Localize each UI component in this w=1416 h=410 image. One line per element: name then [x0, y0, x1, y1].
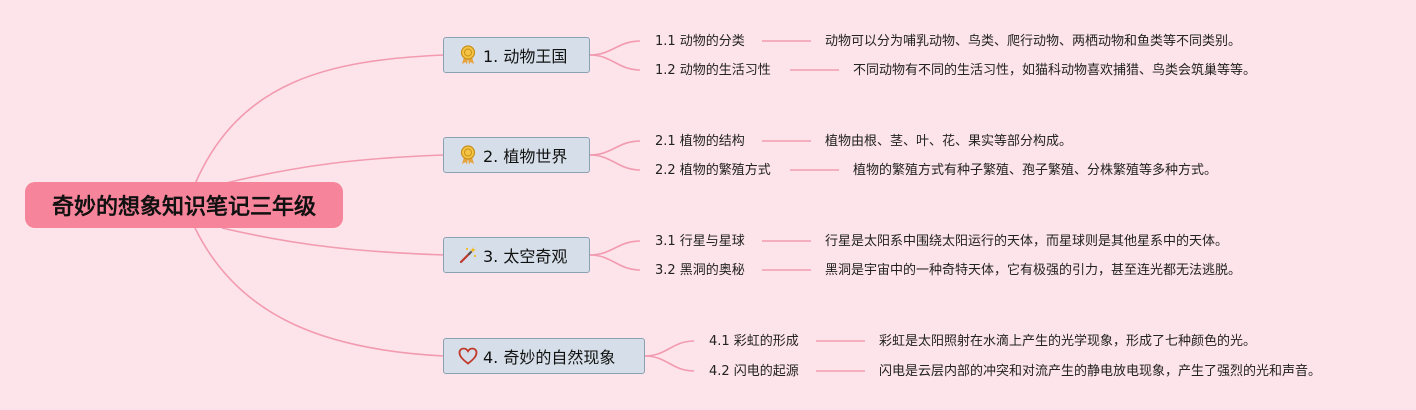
subtopic-3-1[interactable]: 3.1 行星与星球	[655, 234, 745, 249]
award-ribbon-icon	[458, 145, 478, 165]
root-connector-3	[221, 227, 445, 256]
topic-4-sub-connector-1	[644, 340, 695, 357]
topic-space-wonders[interactable]: 3. 太空奇观	[443, 237, 590, 273]
topic-4-sub-connector-2	[644, 355, 695, 372]
topic-3-sub-connector-1	[589, 240, 641, 256]
topic-label: 4. 奇妙的自然现象	[483, 348, 616, 367]
description-4-1: 彩虹是太阳照射在水滴上产生的光学现象，形成了七种颜色的光。	[879, 334, 1257, 349]
description-3-2: 黑洞是宇宙中的一种奇特天体，它有极强的引力，甚至连光都无法逃脱。	[825, 263, 1242, 278]
heart-outline-icon	[458, 346, 478, 366]
subtopic-4-1[interactable]: 4.1 彩虹的形成	[709, 334, 799, 349]
root-topic-label: 奇妙的想象知识笔记三年级	[51, 195, 316, 220]
description-3-1: 行星是太阳系中围绕太阳运行的天体，而星球则是其他星系中的天体。	[825, 234, 1229, 249]
topic-1-sub-connector-1	[589, 40, 641, 56]
topic-animal-kingdom[interactable]: 1. 动物王国	[443, 37, 590, 73]
topic-natural-phenomena[interactable]: 4. 奇妙的自然现象	[443, 338, 645, 374]
topic-2-sub-connector-1	[589, 140, 641, 156]
subtopic-1-2[interactable]: 1.2 动物的生活习性	[655, 63, 771, 78]
root-connector-1	[194, 54, 445, 185]
description-1-1: 动物可以分为哺乳动物、鸟类、爬行动物、两栖动物和鱼类等不同类别。	[825, 34, 1242, 49]
description-2-1: 植物由根、茎、叶、花、果实等部分构成。	[825, 134, 1073, 149]
magic-wand-icon	[458, 245, 478, 265]
description-4-2: 闪电是云层内部的冲突和对流产生的静电放电现象，产生了强烈的光和声音。	[879, 364, 1322, 379]
subtopic-2-2[interactable]: 2.2 植物的繁殖方式	[655, 163, 771, 178]
description-1-2: 不同动物有不同的生活习性，如猫科动物喜欢捕猎、鸟类会筑巢等等。	[853, 63, 1257, 78]
topic-2-sub-connector-2	[589, 154, 641, 171]
description-2-2: 植物的繁殖方式有种子繁殖、孢子繁殖、分株繁殖等多种方式。	[853, 163, 1218, 178]
subtopic-4-2[interactable]: 4.2 闪电的起源	[709, 364, 799, 379]
topic-3-sub-connector-2	[589, 254, 641, 271]
topic-1-sub-connector-2	[589, 54, 641, 71]
award-ribbon-icon	[458, 45, 478, 65]
topic-label: 1. 动物王国	[483, 47, 568, 66]
topic-plant-world[interactable]: 2. 植物世界	[443, 137, 590, 173]
root-topic[interactable]: 奇妙的想象知识笔记三年级	[25, 182, 343, 228]
topic-label: 2. 植物世界	[483, 147, 568, 166]
subtopic-3-2[interactable]: 3.2 黑洞的奥秘	[655, 263, 745, 278]
subtopic-1-1[interactable]: 1.1 动物的分类	[655, 34, 745, 49]
topic-label: 3. 太空奇观	[483, 247, 568, 266]
root-connector-2	[221, 154, 445, 185]
root-connector-4	[194, 227, 445, 357]
subtopic-2-1[interactable]: 2.1 植物的结构	[655, 134, 745, 149]
